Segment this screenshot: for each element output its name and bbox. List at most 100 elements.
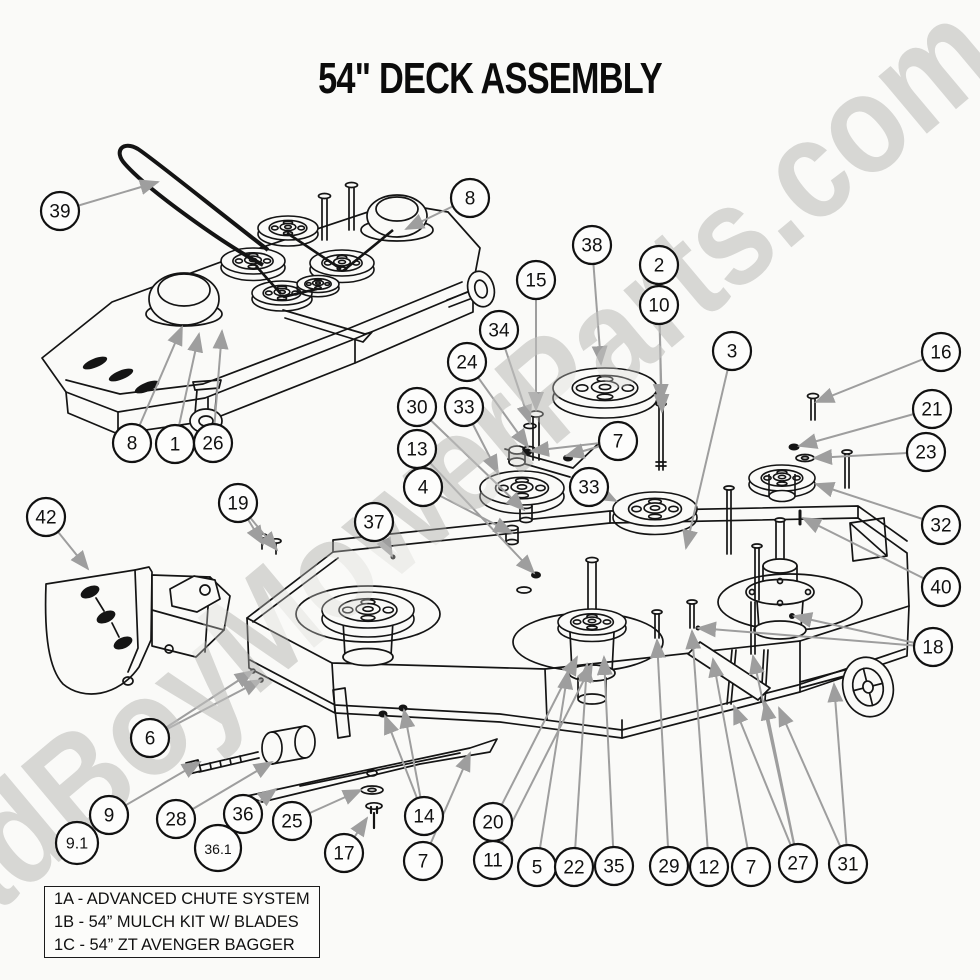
leader-line-16 xyxy=(814,351,942,403)
callout-15: 15 xyxy=(515,259,557,301)
callout-36: 36 xyxy=(222,793,264,835)
callout-29: 29 xyxy=(648,845,690,887)
callout-label: 7 xyxy=(746,858,757,879)
callout-label: 22 xyxy=(563,858,584,879)
callout-8: 8 xyxy=(111,422,153,464)
callout-label: 11 xyxy=(483,851,503,872)
callout-12: 12 xyxy=(688,846,730,888)
callout-label: 40 xyxy=(930,578,951,599)
callout-label: 26 xyxy=(202,434,223,455)
pulley-drawing xyxy=(552,367,658,419)
callout-label: 8 xyxy=(127,434,138,455)
callout-1: 1 xyxy=(154,423,196,465)
leader-line-29 xyxy=(649,638,670,867)
leader-line-27 xyxy=(733,704,799,864)
callout-16: 16 xyxy=(920,331,962,373)
leader-line-6 xyxy=(149,679,263,739)
callout-label: 17 xyxy=(333,844,354,865)
leader-line-12 xyxy=(685,629,710,868)
callout-8: 8 xyxy=(449,177,491,219)
leader-line-3 xyxy=(682,350,733,550)
callout-11: 11 xyxy=(472,839,514,881)
callout-label: 27 xyxy=(787,854,808,875)
chute-drawing xyxy=(44,566,231,695)
callout-19: 19 xyxy=(217,482,259,524)
callout-label: 20 xyxy=(482,813,503,834)
callout-21: 21 xyxy=(911,388,953,430)
leader-line-31 xyxy=(778,706,849,865)
callout-label: 7 xyxy=(613,432,624,453)
callout-label: 30 xyxy=(406,398,427,419)
callout-label: 7 xyxy=(418,852,429,873)
callout-label: 34 xyxy=(488,321,510,342)
leader-line-5 xyxy=(536,669,574,868)
leader-line-6 xyxy=(149,669,255,739)
pulleys-layer xyxy=(220,215,816,643)
callout-24: 24 xyxy=(446,341,488,383)
callout-label: 39 xyxy=(49,202,70,223)
callout-label: 37 xyxy=(363,513,384,534)
callout-38: 38 xyxy=(571,224,613,266)
callout-23: 23 xyxy=(905,431,947,473)
pulley-drawing xyxy=(748,464,816,503)
callout-6: 6 xyxy=(129,717,171,759)
callout-4: 4 xyxy=(402,466,444,508)
callout-22: 22 xyxy=(553,846,595,888)
leader-line-8 xyxy=(131,325,183,444)
callout-label: 38 xyxy=(581,236,602,257)
callout-label: 3 xyxy=(727,342,738,363)
callout-36.1: 36.1 xyxy=(193,823,243,873)
leader-line-7 xyxy=(708,657,752,868)
pulley-drawing xyxy=(612,491,698,536)
callout-7: 7 xyxy=(597,420,639,462)
callout-33: 33 xyxy=(568,466,610,508)
legend-line-1b: 1B - 54” MULCH KIT W/ BLADES xyxy=(54,912,299,931)
callout-39: 39 xyxy=(39,190,81,232)
callout-label: 42 xyxy=(35,508,56,529)
leader-line-22 xyxy=(573,662,594,868)
pulley-drawing xyxy=(321,591,415,638)
callout-35: 35 xyxy=(593,845,635,887)
legend-line-1a: 1A - ADVANCED CHUTE SYSTEM xyxy=(54,889,310,908)
callout-label: 18 xyxy=(922,638,943,659)
pulley-drawing xyxy=(309,249,375,284)
callout-13: 13 xyxy=(396,428,438,470)
callout-label: 8 xyxy=(465,189,476,210)
callout-42: 42 xyxy=(25,496,67,538)
callout-7: 7 xyxy=(402,840,444,882)
callout-14: 14 xyxy=(403,795,445,837)
leader-line-27 xyxy=(760,700,799,864)
callout-28: 28 xyxy=(155,798,197,840)
leader-line-32 xyxy=(814,482,942,526)
callout-label: 32 xyxy=(930,516,951,537)
callout-label: 13 xyxy=(406,440,427,461)
callout-20: 20 xyxy=(472,801,514,843)
callout-18: 18 xyxy=(912,626,954,668)
leader-line-21 xyxy=(797,408,933,449)
leader-line-40 xyxy=(801,517,942,588)
callout-30: 30 xyxy=(396,386,438,428)
callout-2: 2 xyxy=(638,244,680,286)
callout-37: 37 xyxy=(353,501,395,543)
legend-box: 1A - ADVANCED CHUTE SYSTEM 1B - 54” MULC… xyxy=(44,886,320,958)
callout-label: 9 xyxy=(104,806,115,827)
callout-7: 7 xyxy=(730,846,772,888)
leader-line-18 xyxy=(696,621,934,648)
callout-17: 17 xyxy=(323,832,365,874)
leader-line-18 xyxy=(792,612,934,648)
legend-line-1c: 1C - 54” ZT AVENGER BAGGER xyxy=(54,935,295,954)
callout-label: 29 xyxy=(658,857,679,878)
callout-label: 36.1 xyxy=(204,841,231,857)
pulley-drawing xyxy=(296,274,340,298)
leader-line-35 xyxy=(596,655,615,867)
leader-line-30 xyxy=(416,406,526,512)
callout-label: 24 xyxy=(456,353,478,374)
callout-33: 33 xyxy=(443,386,485,428)
callout-label: 9.1 xyxy=(66,836,88,853)
pulley-drawing xyxy=(557,608,627,643)
callout-40: 40 xyxy=(920,566,962,608)
callout-label: 36 xyxy=(232,805,253,826)
